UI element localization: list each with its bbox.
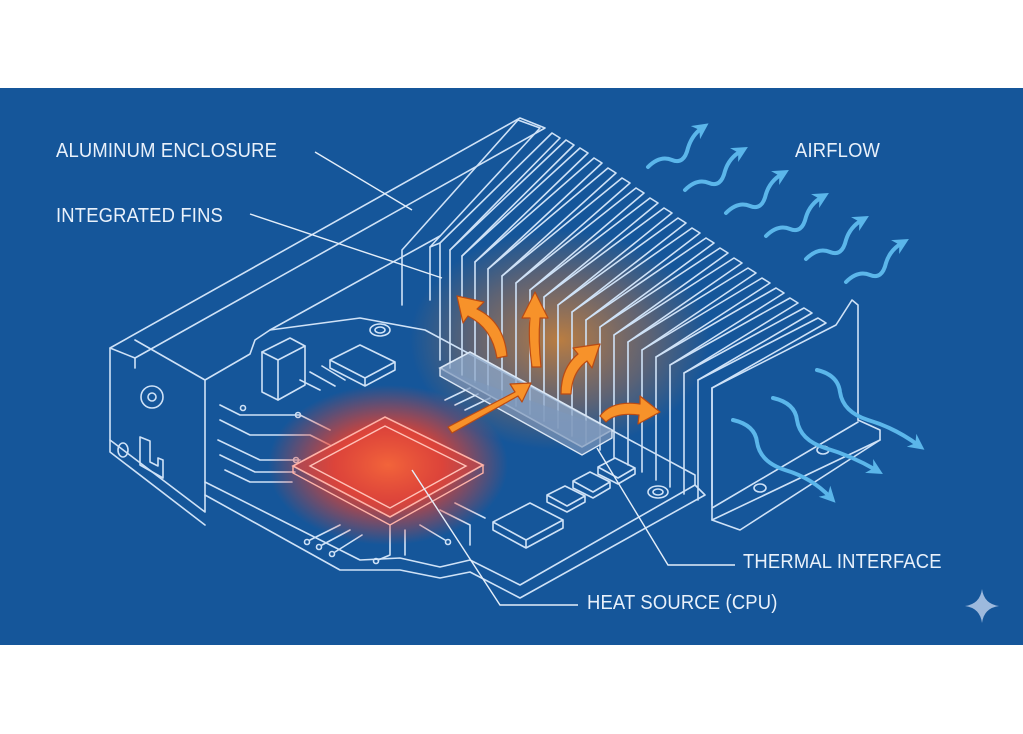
leader-fins xyxy=(249,213,443,279)
heat-flow-arrows xyxy=(447,291,661,434)
thermal-interface-pad xyxy=(438,351,614,456)
enclosure-shell xyxy=(109,117,546,526)
label-aluminum-enclosure: ALUMINUM ENCLOSURE xyxy=(56,140,278,162)
airflow-arrows-top xyxy=(646,123,909,284)
label-airflow: AIRFLOW xyxy=(795,140,881,162)
leader-thermal-interface xyxy=(596,447,735,566)
sparkle-icon xyxy=(965,589,999,623)
label-thermal-interface: THERMAL INTERFACE xyxy=(743,551,942,573)
leader-heat-source xyxy=(411,469,578,606)
enclosure-illustration xyxy=(109,117,925,606)
leader-lines xyxy=(249,151,735,606)
diagram-panel: ALUMINUM ENCLOSURE INTEGRATED FINS AIRFL… xyxy=(0,88,1023,645)
airflow-arrows-side xyxy=(731,368,925,503)
heat-arrow-main xyxy=(447,382,532,434)
leader-enclosure xyxy=(314,151,413,211)
label-integrated-fins: INTEGRATED FINS xyxy=(56,205,224,227)
label-heat-source-cpu: HEAT SOURCE (CPU) xyxy=(587,592,778,614)
cpu-chip xyxy=(268,385,508,545)
